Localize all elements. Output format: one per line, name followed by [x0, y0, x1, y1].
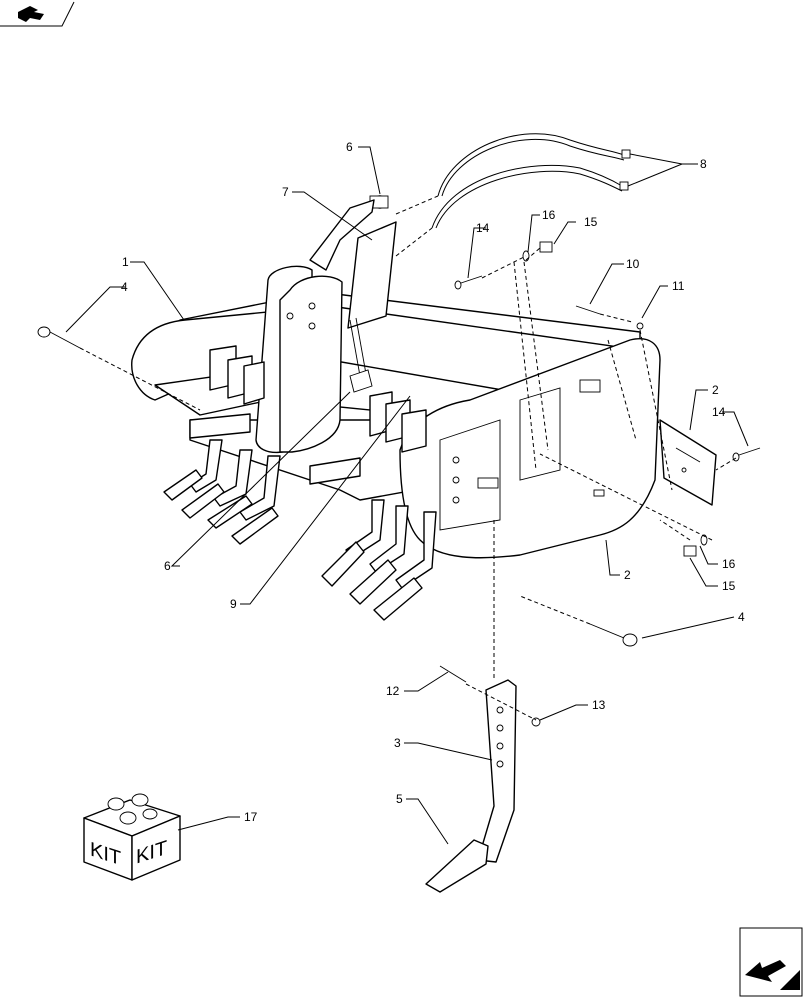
callout-12: 12: [386, 684, 400, 698]
callout-14-right: 14: [712, 405, 726, 419]
callout-8: 8: [700, 157, 707, 171]
callout-2-bottom: 2: [624, 568, 631, 582]
callout-1: 1: [122, 255, 129, 269]
callout-6-bottom: 6: [164, 559, 171, 573]
hardware: [37, 241, 761, 727]
kit-box: KIT KIT: [83, 793, 181, 881]
callout-5: 5: [396, 792, 403, 806]
callout-4-right: 4: [738, 610, 745, 624]
callout-6-top: 6: [346, 140, 353, 154]
left-arm-plates: [255, 265, 343, 454]
callout-labels: 1 2 2 3 4 4 5 6 6 7 8 9 10 11 12 13 14 1…: [121, 140, 745, 824]
callout-17: 17: [244, 810, 258, 824]
callout-9: 9: [230, 597, 237, 611]
callout-10: 10: [626, 257, 640, 271]
callout-16-top: 16: [542, 208, 556, 222]
single-shank: [425, 679, 517, 893]
callout-3: 3: [394, 736, 401, 750]
hydraulic-hoses: [431, 133, 631, 229]
callout-4-left: 4: [121, 280, 128, 294]
callout-16-right: 16: [722, 557, 736, 571]
hydraulic-cylinder: [309, 195, 397, 393]
callout-7: 7: [282, 185, 289, 199]
book-arrow-icon[interactable]: [0, 1, 75, 27]
callout-15-right: 15: [722, 579, 736, 593]
shank-brackets: [189, 345, 427, 485]
ripper-shanks-left: [163, 439, 281, 545]
callout-11: 11: [672, 279, 685, 293]
callout-2-top: 2: [712, 383, 719, 397]
assembly-lines: [79, 195, 737, 721]
callout-15-top: 15: [584, 215, 598, 229]
callout-13: 13: [592, 698, 606, 712]
leader-lines: [65, 146, 749, 845]
next-page-arrow-icon[interactable]: [739, 927, 803, 997]
callout-14-top: 14: [476, 221, 490, 235]
ripper-shanks-right: [321, 499, 437, 621]
